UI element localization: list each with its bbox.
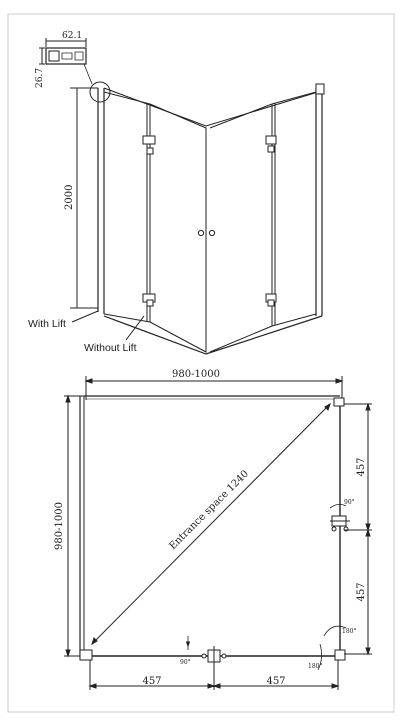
profile-height-label: 26.7 (35, 68, 45, 88)
door-knob-icon (208, 229, 216, 237)
entrance-diagonal (91, 403, 331, 645)
left-folding-door (149, 103, 207, 353)
profile-detail (39, 38, 87, 65)
plan-view (64, 376, 372, 690)
right-folding-door (209, 103, 273, 353)
bottom-left-dim-label: 457 (142, 676, 161, 687)
right-lower-dim-label: 457 (356, 582, 367, 601)
left-fixed-panel (103, 91, 151, 323)
with-lift-label: With Lift (28, 318, 66, 330)
angle-right-90-label: 90° (344, 499, 355, 506)
angle-right-180-label: 180° (342, 628, 356, 635)
right-fixed-panel (271, 91, 317, 327)
entrance-space-label: Entrance space 1240 (167, 468, 251, 552)
profile-width-label: 62.1 (62, 31, 82, 41)
perspective-view: 62.1 26.7 2000 (35, 31, 325, 355)
right-upper-dim-label: 457 (356, 457, 367, 476)
detail-circle (89, 81, 111, 103)
drawing-border (7, 13, 395, 713)
door-knob-icon (197, 229, 205, 237)
height-dim-label: 2000 (64, 185, 75, 210)
depth-dim-label: 980-1000 (54, 502, 65, 550)
angle-bottom-90-label: 90° (180, 659, 191, 666)
bottom-right-dim-label: 457 (266, 676, 285, 687)
width-dim-label: 980-1000 (172, 369, 220, 380)
angle-bottom-180-label: 180° (308, 663, 322, 670)
without-lift-label: Without Lift (84, 342, 137, 354)
